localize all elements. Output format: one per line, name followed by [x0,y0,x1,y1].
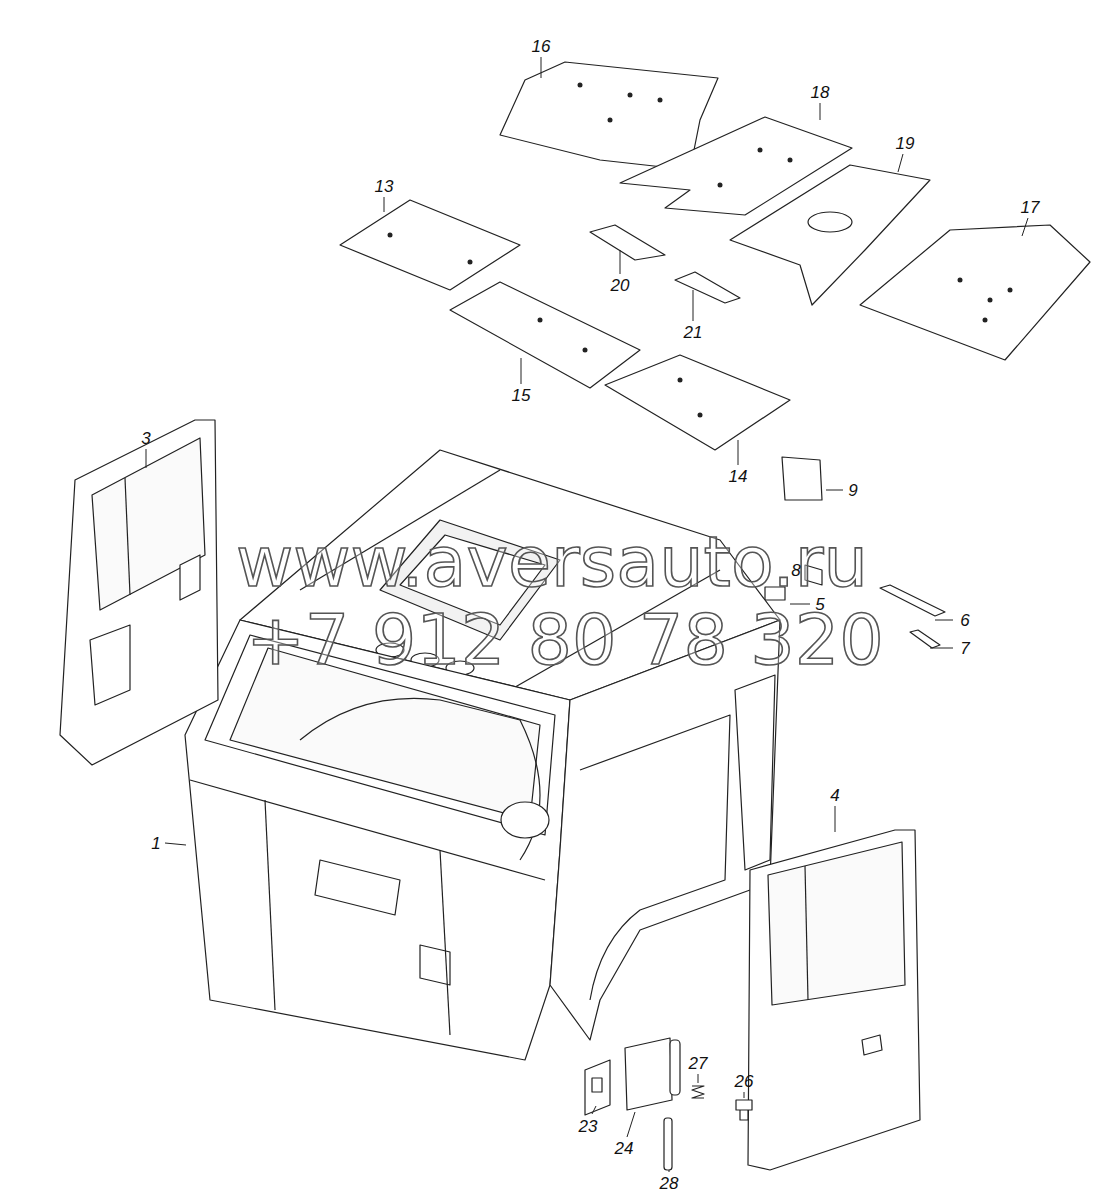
pad-21 [675,272,740,303]
callout-number: 15 [512,387,531,404]
callout-number: 6 [960,612,969,629]
pad-9 [782,457,822,500]
callout-number: 19 [896,135,915,152]
mat-17 [860,225,1090,360]
callout-number: 28 [660,1175,679,1192]
callout-number: 16 [532,38,551,55]
callout-number: 4 [830,787,839,804]
callout-number: 26 [735,1073,754,1090]
pin-28 [664,1118,672,1170]
door-3 [60,420,218,765]
callout-number: 27 [689,1055,708,1072]
watermark: www.aversauto.ru [236,527,868,597]
strip-6 [880,585,945,616]
mat-15 [450,282,640,388]
watermark: +7 912 80 78 320 [246,605,884,675]
callout-number: 20 [611,277,630,294]
strip-7 [910,630,940,648]
hinge-plate-23 [585,1060,610,1115]
callout-number: 1 [151,835,160,852]
callout-number: 3 [141,430,150,447]
hinge-24 [625,1038,672,1110]
callout-number: 14 [729,468,748,485]
cab-side [550,620,780,1040]
cab-front [185,620,570,1060]
callout-number: 18 [811,84,830,101]
callout-number: 7 [960,640,969,657]
mat-14 [605,355,790,450]
callout-number: 17 [1021,199,1040,216]
callout-number: 13 [375,178,394,195]
callout-number: 8 [791,562,800,579]
pad-20 [590,225,665,260]
door-4 [748,830,920,1170]
callout-number: 24 [615,1140,634,1157]
bolt-26 [736,1100,752,1120]
spring-27 [692,1086,704,1098]
mat-13 [340,200,520,290]
callout-number: 23 [579,1118,598,1135]
leader-lines [146,57,1028,1172]
callout-number: 9 [848,482,857,499]
callout-number: 21 [684,324,703,341]
